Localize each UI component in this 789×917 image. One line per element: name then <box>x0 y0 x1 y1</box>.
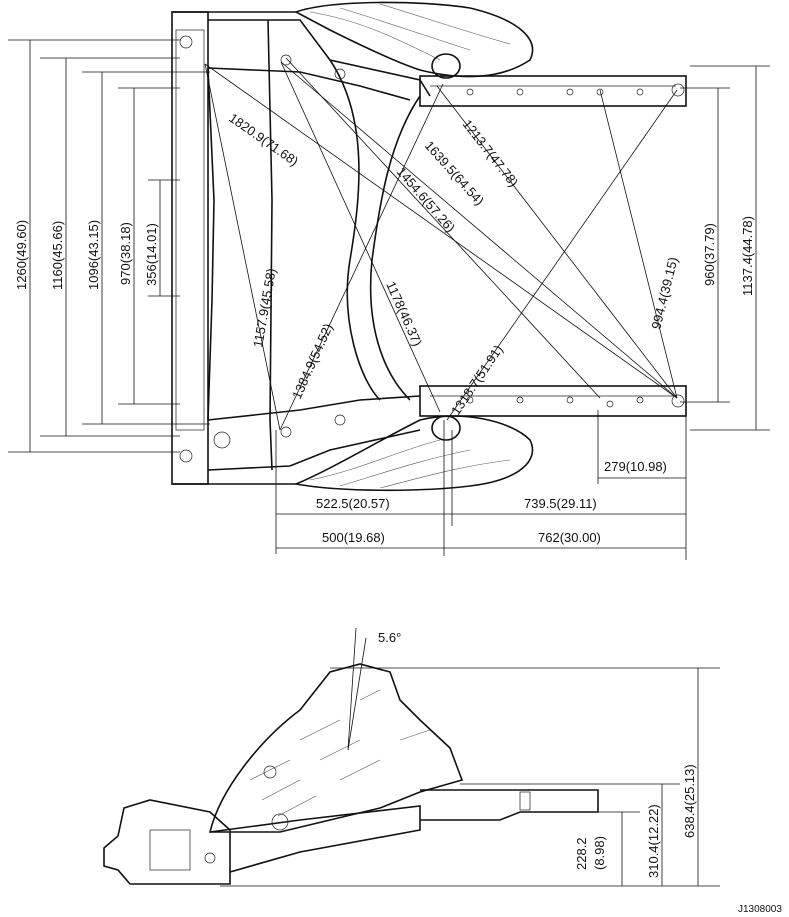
dim-638: 638.4(25.13) <box>682 764 697 838</box>
diag-1384: 1384.9(54.52) <box>289 321 336 401</box>
diagonal-measure-lines <box>204 57 678 431</box>
side-view-frame <box>103 627 599 885</box>
dim-1160: 1160(45.66) <box>50 221 65 290</box>
diag-1318: 1318.7(51.91) <box>448 342 506 418</box>
horizontal-dimensions <box>275 410 687 560</box>
dim-762: 762(30.00) <box>538 530 601 545</box>
dim-310: 310.4(12.22) <box>646 804 661 878</box>
angle-label: 5.6° <box>378 630 401 645</box>
diag-994: 994.4(39.15) <box>648 256 680 331</box>
diag-1820: 1820.9(71.68) <box>226 110 301 169</box>
dim-228-b: (8.98) <box>592 836 607 870</box>
side-view-dimensions <box>220 667 720 887</box>
left-vertical-dimensions <box>8 39 210 453</box>
diag-1178: 1178(46.37) <box>383 279 425 348</box>
dim-1260: 1260(49.60) <box>14 220 29 290</box>
dim-960: 960(37.79) <box>702 223 717 286</box>
dim-279: 279(10.98) <box>604 459 667 474</box>
dim-970: 970(38.18) <box>118 222 133 285</box>
dim-500: 500(19.68) <box>322 530 385 545</box>
side-view-labels: 5.6° 228.2 (8.98) 310.4(12.22) 638.4(25.… <box>378 630 697 878</box>
diag-1157: 1157.9(45.58) <box>250 267 279 348</box>
dim-1096: 1096(43.15) <box>86 220 101 290</box>
figure-id: J1308003 <box>738 904 782 915</box>
dim-522: 522.5(20.57) <box>316 496 390 511</box>
top-view-labels: 1260(49.60) 1160(45.66) 1096(43.15) 970(… <box>14 110 755 545</box>
right-vertical-dimensions <box>680 65 770 431</box>
dim-356: 356(14.01) <box>144 223 159 286</box>
dim-1137: 1137.4(44.78) <box>740 216 755 296</box>
dim-228-a: 228.2 <box>574 837 589 870</box>
top-view-frame <box>171 1 687 492</box>
dim-739: 739.5(29.11) <box>524 496 597 511</box>
